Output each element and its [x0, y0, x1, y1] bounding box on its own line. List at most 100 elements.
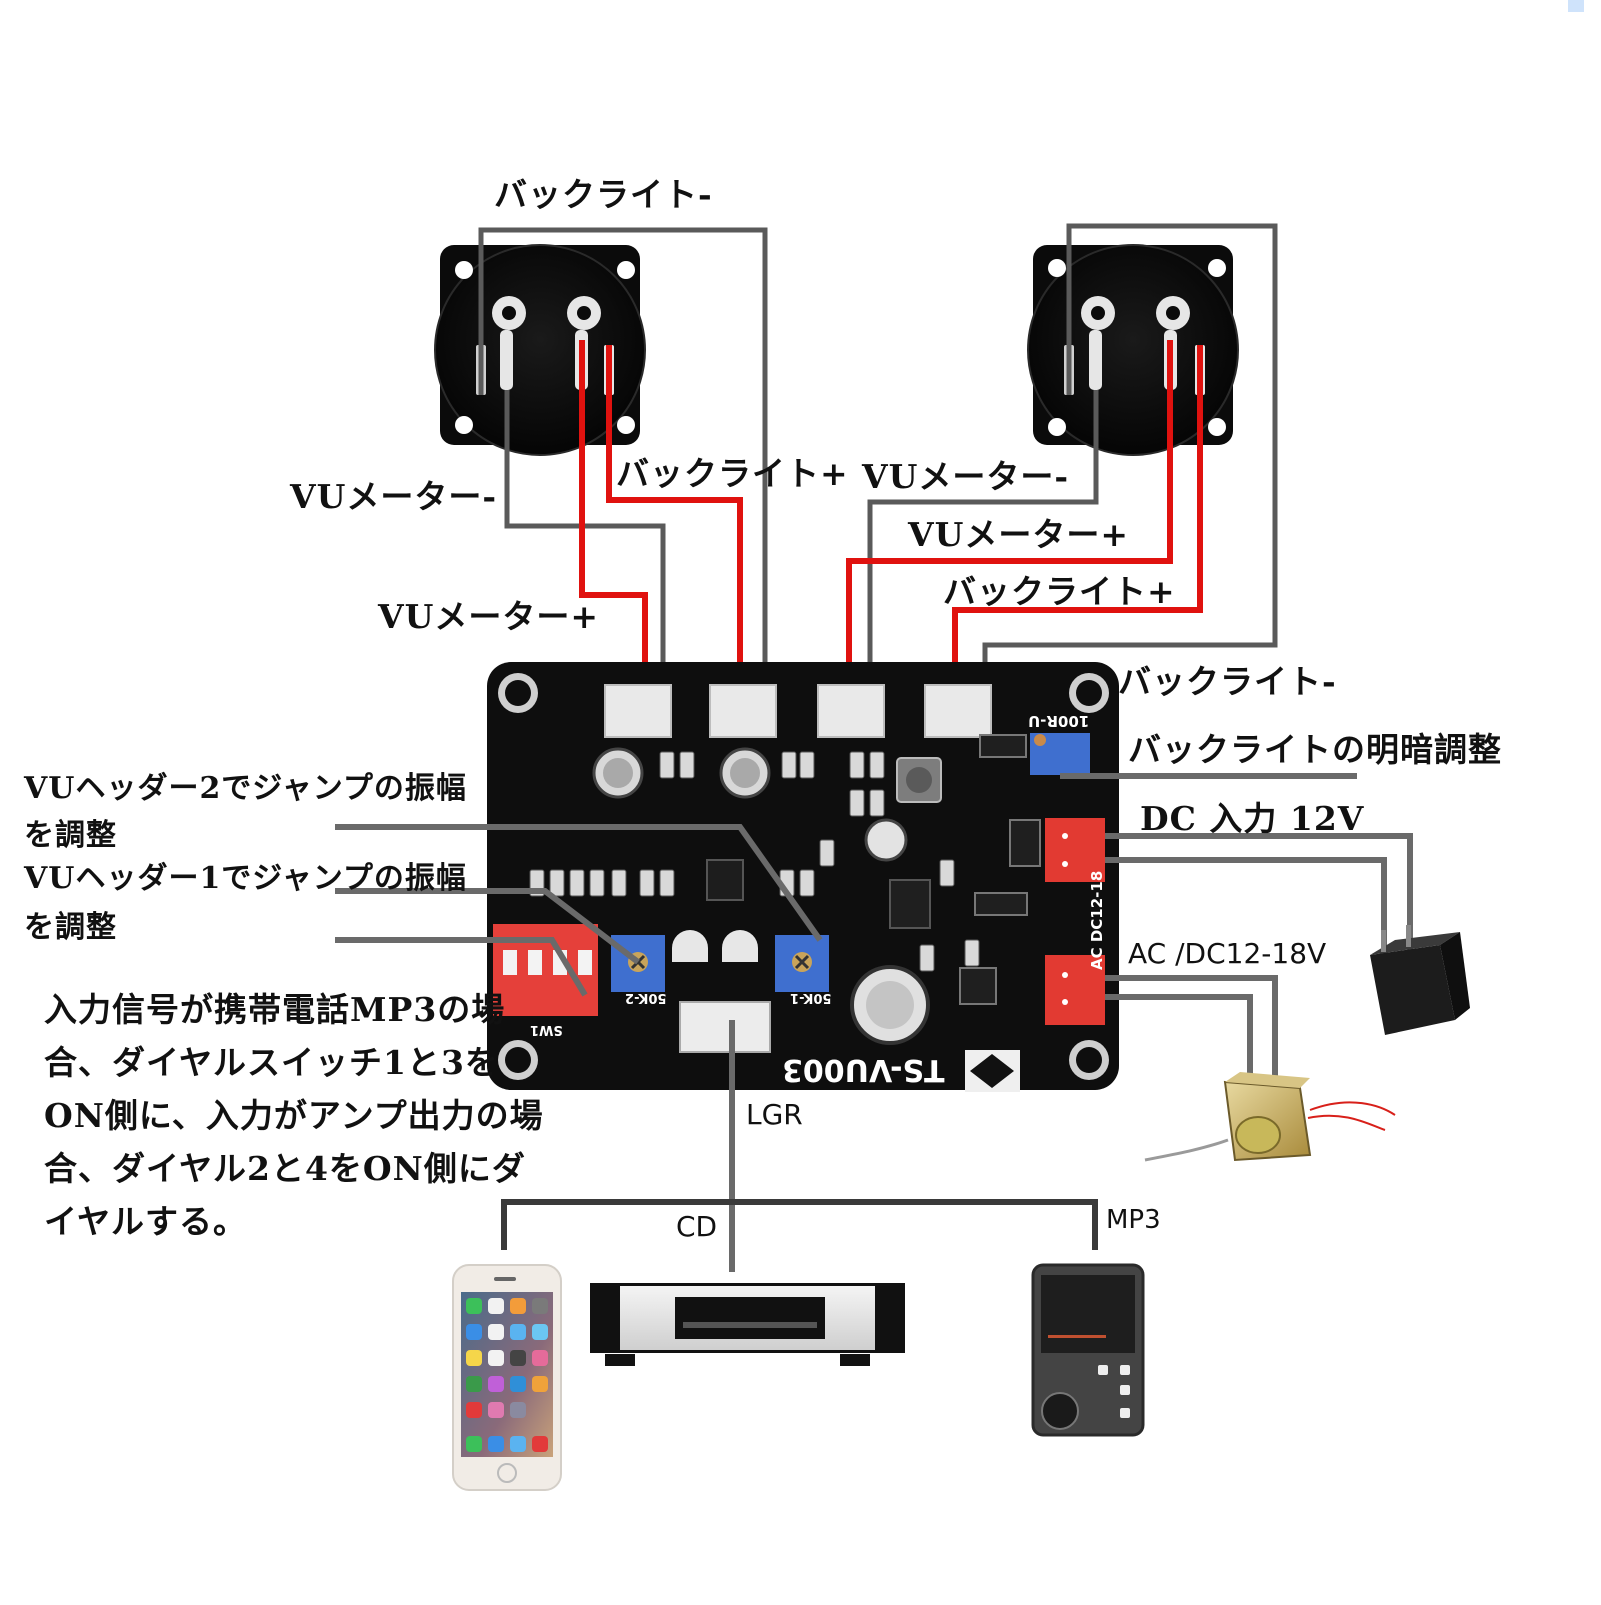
trimpot-vu1[interactable] — [775, 935, 829, 992]
wire-backlight-minus-right — [982, 223, 1278, 710]
smd-resistor — [781, 751, 797, 779]
mp3-screen — [1041, 1275, 1135, 1353]
smd-resistor — [819, 839, 835, 867]
smd-resistor — [659, 869, 675, 897]
smd-resistor — [799, 751, 815, 779]
pot1-label: 50K-1 — [790, 990, 832, 1005]
cd-foot — [605, 1354, 635, 1366]
label-vu-meter-plus-left: VUメーター+ — [378, 597, 600, 636]
adapter-prong — [1406, 925, 1411, 947]
cd-foot — [840, 1354, 870, 1366]
smd-resistor — [679, 751, 695, 779]
trimpot-vu2[interactable] — [611, 935, 665, 992]
electrolytic-capacitor — [864, 818, 908, 862]
smd-diode — [979, 734, 1027, 758]
label-cd: CD — [676, 1210, 718, 1243]
vu-meter-left — [434, 244, 646, 456]
smd-resistor — [569, 869, 585, 897]
signal-input-connector — [679, 1001, 771, 1053]
label-backlight-plus-left: バックライト+ — [616, 454, 849, 493]
label-ac-dc-input: AC /DC12-18V — [1128, 937, 1327, 970]
phone-app-icon — [488, 1298, 504, 1314]
phone-dock-icon — [532, 1436, 548, 1452]
mp3-progress — [1048, 1335, 1106, 1338]
phone-app-icon — [466, 1402, 482, 1418]
label-vu-meter-minus-right: VUメーター- — [862, 457, 1070, 496]
mount-hole — [455, 416, 473, 434]
label-vu-header2-line1: VUヘッダー2でジャンプの振幅 — [24, 771, 467, 806]
pcb-mount-hole — [498, 1040, 538, 1080]
pcb-mount-hole — [1069, 1040, 1109, 1080]
phone-app-icon — [466, 1298, 482, 1314]
phone-dock-icon — [488, 1436, 504, 1452]
transistor — [672, 930, 708, 962]
cd-tray — [683, 1322, 817, 1328]
cd-display — [675, 1297, 825, 1339]
phone-app-icon — [488, 1324, 504, 1340]
dc-power-connector — [1045, 818, 1105, 882]
smd-resistor — [919, 944, 935, 972]
meter-terminal-minus — [492, 296, 526, 390]
phone-app-icon — [488, 1402, 504, 1418]
wire-ac-2 — [1105, 994, 1253, 1082]
wire-vu-plus-right — [846, 340, 1173, 710]
dip-switch-1[interactable] — [503, 950, 517, 975]
backlight-pot-label: 100R-U — [1028, 712, 1090, 730]
mount-hole — [617, 416, 635, 434]
smd-resistor — [549, 869, 565, 897]
mount-hole — [1048, 418, 1066, 436]
smd-resistor — [639, 869, 655, 897]
phone-app-icon — [510, 1376, 526, 1392]
mp3-wheel — [1041, 1392, 1079, 1430]
dip-switch-2[interactable] — [528, 950, 542, 975]
phone-app-icon — [532, 1298, 548, 1314]
label-backlight-minus-right: バックライト- — [1118, 662, 1337, 701]
label-mp3: MP3 — [1106, 1205, 1161, 1235]
wire-ac-1 — [1105, 975, 1278, 1082]
phone-dock-icon — [466, 1436, 482, 1452]
phone-speaker — [494, 1277, 516, 1281]
ts-logo — [965, 1050, 1020, 1092]
phone-app-icon — [510, 1324, 526, 1340]
label-backlight-minus-top: バックライト- — [494, 175, 713, 214]
label-vu-header1-line1: VUヘッダー1でジャンプの振幅 — [24, 861, 467, 896]
cd-player — [590, 1283, 905, 1366]
leader-dip-switch — [335, 937, 588, 997]
smd-resistor — [964, 939, 980, 967]
phone-app-icon — [466, 1376, 482, 1392]
phone-app-icon — [532, 1350, 548, 1366]
meter-header-connector — [924, 684, 992, 738]
smd-resistor — [799, 869, 815, 897]
transformer-red-leads — [1307, 1114, 1386, 1131]
mp3-button — [1120, 1385, 1130, 1395]
phone-app-icon — [510, 1402, 526, 1418]
smd-resistor — [849, 751, 865, 779]
phone-screen — [461, 1292, 553, 1457]
vu-meter-right — [1027, 244, 1239, 456]
phone-app-icon — [466, 1324, 482, 1340]
wire-dc-plus — [1105, 833, 1413, 960]
mount-hole — [455, 261, 473, 279]
leader-vu-header1 — [335, 888, 640, 965]
phone-app-icon — [510, 1298, 526, 1314]
meter-body — [1027, 244, 1239, 456]
mount-hole — [1048, 259, 1066, 277]
pot2-label: 50K-2 — [625, 990, 667, 1005]
transistor — [722, 930, 758, 962]
corner-mark — [1568, 0, 1584, 12]
dip-switch-4[interactable] — [578, 950, 592, 975]
mp3-button — [1120, 1365, 1130, 1375]
electrolytic-capacitor-large — [850, 965, 930, 1045]
smd-diode — [974, 892, 1028, 916]
phone-dock-icon — [510, 1436, 526, 1452]
meter-header-connector — [604, 684, 672, 738]
smd-diode — [1009, 819, 1041, 867]
smd-resistor — [869, 789, 885, 817]
board-model-label: TS-VU003 — [782, 1052, 945, 1087]
pcb-mount-hole — [498, 673, 538, 713]
label-vu-header2-line2: を調整 — [24, 818, 117, 853]
trimpot-backlight[interactable] — [1030, 733, 1090, 775]
electrolytic-capacitor — [592, 747, 644, 799]
transformer-red-leads — [1309, 1101, 1396, 1116]
